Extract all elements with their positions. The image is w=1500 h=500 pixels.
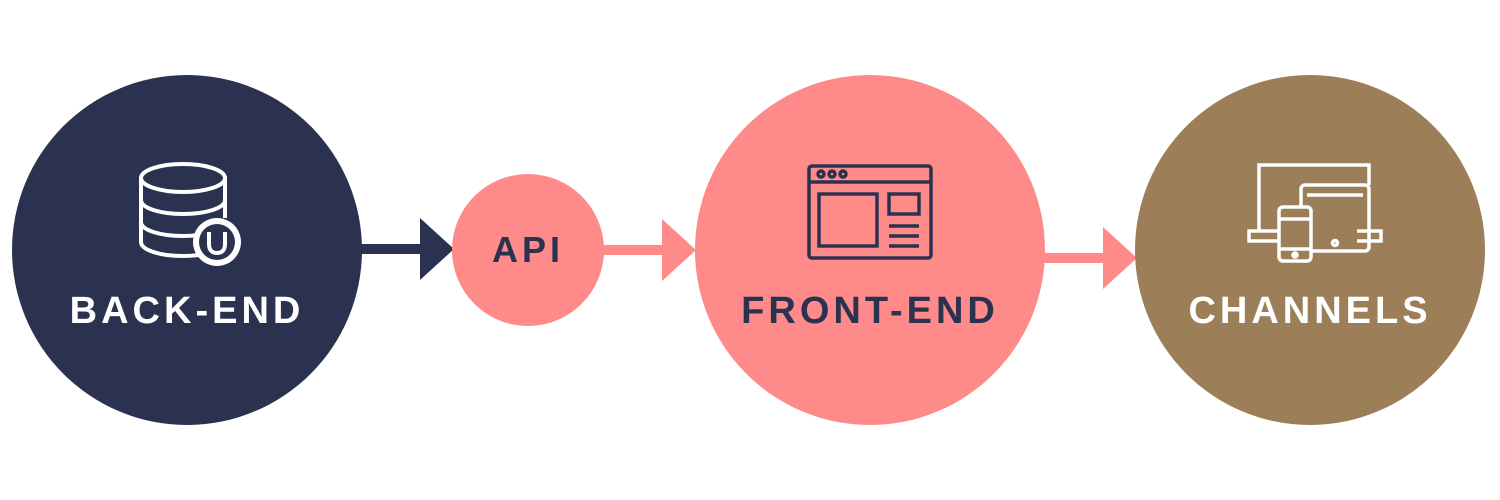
api-label: API	[491, 229, 564, 270]
arrow-backend-to-api	[360, 218, 454, 280]
browser-window-icon	[807, 164, 933, 260]
channels-label: CHANNELS	[1188, 290, 1432, 332]
frontend-node: FRONT-END	[695, 75, 1045, 425]
channels-node: CHANNELS	[1135, 75, 1485, 425]
database-umbraco-icon	[139, 162, 241, 266]
backend-label: BACK-END	[69, 290, 305, 332]
frontend-label: FRONT-END	[741, 290, 999, 332]
arrow-frontend-to-channels	[1043, 227, 1137, 289]
backend-node: BACK-END	[12, 75, 362, 425]
devices-icon	[1247, 163, 1383, 263]
api-node: API	[452, 174, 604, 326]
arrow-api-to-frontend	[602, 219, 696, 281]
